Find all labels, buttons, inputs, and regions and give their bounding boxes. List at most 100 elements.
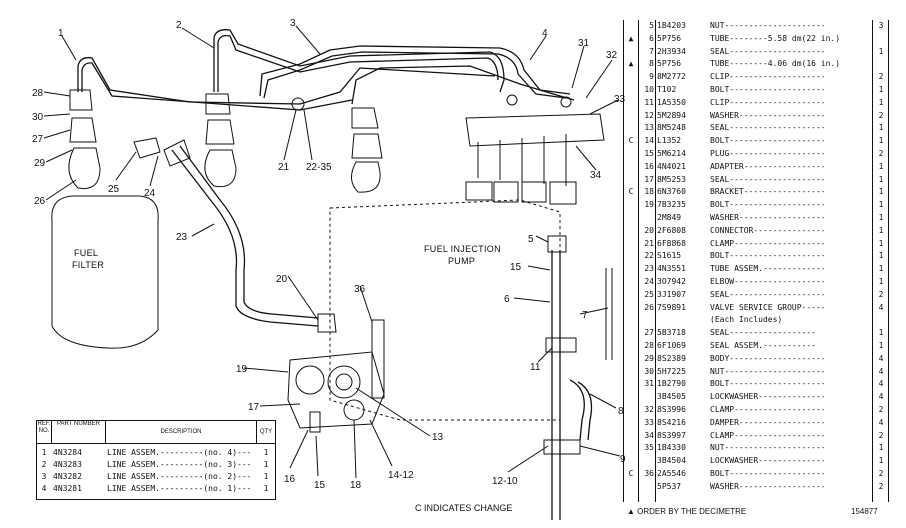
callout-18: 18 [350,480,362,491]
quantity: 1 [878,187,884,197]
component-labels: FUEL FILTER FUEL INJECTION PUMP [72,244,501,270]
ref-number: 2 [41,460,47,469]
quantity: 2 [878,469,884,478]
ref-number: 18 [644,187,654,197]
callout-3: 3 [290,18,296,29]
parts-list-divider [872,20,873,502]
fuel-line-assemblies [77,29,575,111]
part-number: 2M849 [657,213,682,222]
description: BOLT-------------------- [710,251,826,261]
ref-number: 4 [41,484,47,493]
part-number: 4N4021 [657,161,686,171]
part-number: 1B4330 [657,443,686,453]
quantity: 4 [878,417,884,427]
col-header-part-number: PART NUMBER [52,421,106,443]
fuel-filter [51,195,159,349]
part-number: 2H3934 [657,46,686,56]
description: WASHER------------------ [710,110,826,120]
part-number: 5P756 [657,33,682,43]
callout-32: 32 [606,50,618,61]
quantity: 1 [878,213,884,222]
callout-25: 25 [108,184,120,195]
injector-nozzles [68,89,383,193]
callout-26: 26 [34,196,46,207]
description: ADAPTER----------------- [710,161,826,171]
bracket-assembly [287,319,385,433]
ref-number: 14 [644,136,654,146]
part-number: T102 [657,85,677,94]
part-number: 4N3281 [53,484,82,493]
col-header-description: DESCRIPTION [106,421,257,443]
line-assembly-table: REF. NO. PART NUMBER DESCRIPTION QTY 1 4N… [36,420,276,500]
ref-number: 23 [644,264,654,274]
description: TUBE ASSEM.------------- [710,264,826,274]
part-number: 4N3284 [53,448,82,457]
ref-number: 1 [41,448,47,457]
callout-7: 7 [582,310,588,321]
description: TUBE--------5.58 dm(22 in.) [710,33,841,43]
ref-number: 12 [644,110,654,120]
description: ELBOW------------------- [710,277,826,286]
callout-34: 34 [590,170,602,181]
description: BRACKET----------------- [710,187,826,197]
quantity: 2 [878,72,884,82]
quantity: 2 [878,481,884,491]
col-header-qty: QTY [259,429,273,435]
quantity: 1 [878,251,884,261]
callout-11: 11 [530,362,541,373]
quantity: 1 [878,123,884,133]
description: WASHER------------------ [710,481,826,491]
description: BOLT-------------------- [710,379,826,389]
callout-2: 2 [176,20,182,31]
ref-number: 26 [644,302,654,312]
part-number: 8S2389 [657,353,686,363]
description: LINE ASSEM.---------(no. 3)------ [107,460,252,469]
callout-5: 5 [528,234,534,245]
parts-list-row: (Each Includes) [624,315,888,324]
quantity: 1 [878,328,884,338]
ref-number: 7 [649,46,654,56]
callout-33: 33 [614,94,626,105]
quantity: 2 [878,149,884,158]
ref-number: 16 [644,161,654,171]
change-mark: C [628,136,634,146]
part-number: 5H7225 [657,366,686,376]
description: BOLT-------------------- [710,136,826,146]
quantity: 1 [878,97,884,107]
quantity: 1 [878,443,884,453]
description: SEAL------------------ [710,328,816,338]
part-number: 3B4505 [657,392,686,402]
ref-number: 25 [644,289,654,299]
description: SEAL-------------------- [710,174,826,184]
quantity: 1 [878,85,884,94]
callout-15-top: 15 [510,262,522,273]
part-number: 8S3997 [657,430,686,440]
description: SEAL-------------------- [710,123,826,133]
part-number: 3O7942 [657,277,686,286]
description: LOCKWASHER-------------- [710,456,826,466]
quantity: 4 [878,379,884,389]
ref-number: 17 [644,174,654,184]
ref-number: 29 [644,353,654,363]
quantity: 1 [878,456,884,466]
quantity: 1 [263,484,269,493]
part-number: 5B3718 [657,328,686,338]
col-header-ref-no: REF. NO. [37,421,52,443]
injection-pump-head [291,94,605,205]
description: BOLT-------------------- [710,200,826,210]
part-number: 5M6214 [657,149,686,158]
quantity: 1 [878,161,884,171]
